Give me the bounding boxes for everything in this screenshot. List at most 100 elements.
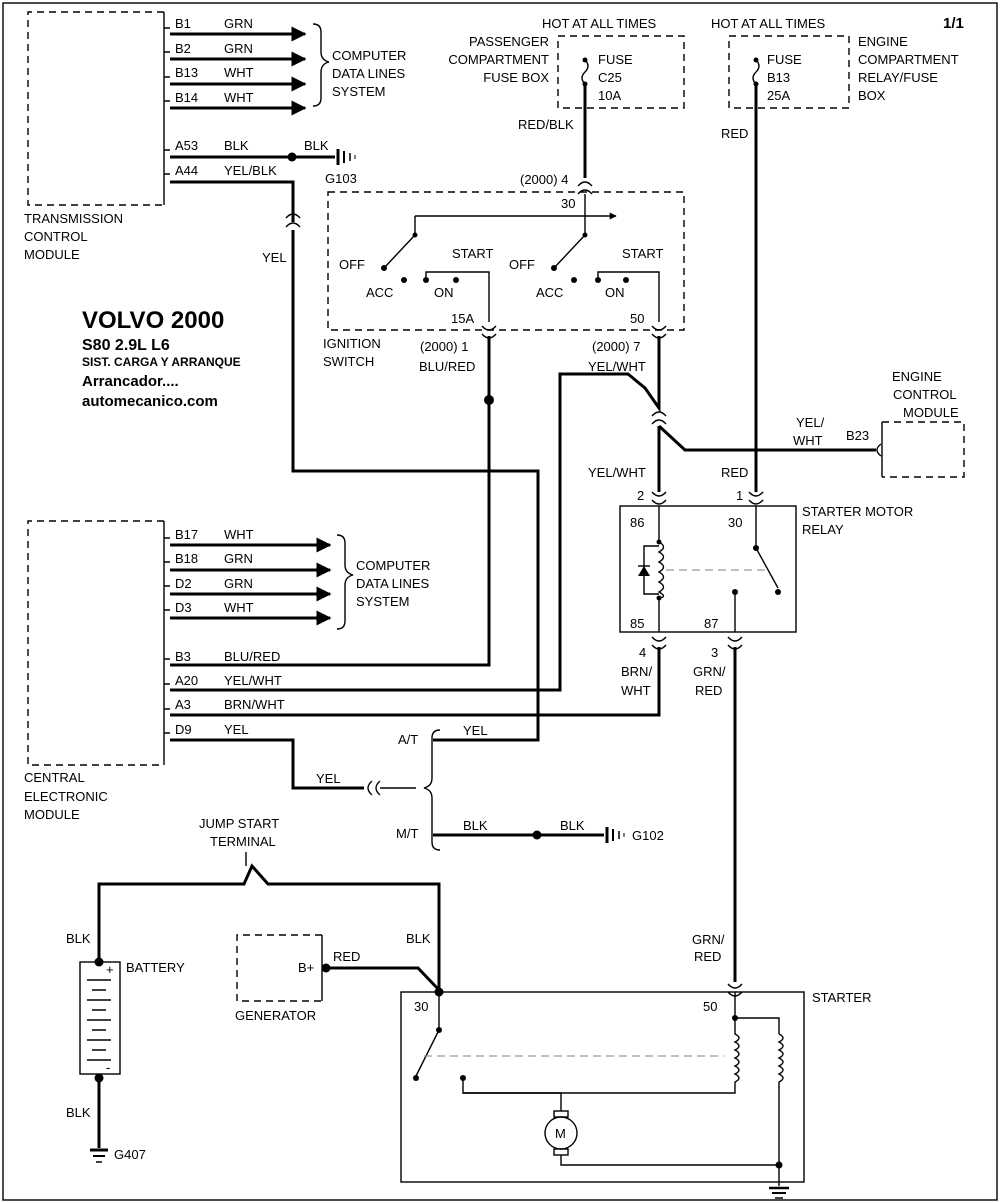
ecm-wire-1: YEL/: [796, 415, 825, 430]
cem-name-2: ELECTRONIC: [24, 789, 108, 804]
battery-wire-top: BLK: [66, 931, 91, 946]
starter: BLK GRN/ RED STARTER 30 50 M: [400, 931, 871, 1199]
title-line1: VOLVO 2000: [82, 307, 224, 334]
cem-pin-d3: D3: [175, 600, 192, 615]
mt-wire-1: BLK: [463, 818, 488, 833]
relay-wire2: YEL/WHT: [588, 465, 646, 480]
battery-plus: +: [106, 962, 114, 977]
connector-icon: [651, 411, 667, 425]
b13-box-1: ENGINE: [858, 34, 908, 49]
relay-wire1: RED: [721, 465, 748, 480]
c25-wire: RED/BLK: [518, 117, 574, 132]
tcm-pin-b14: B14: [175, 90, 198, 105]
ign-term50: 50: [630, 311, 644, 326]
title-line4: Arrancador....: [82, 373, 179, 390]
starter-wire-50-2: RED: [694, 949, 721, 964]
connector-icon: [748, 491, 764, 505]
at-label: A/T: [398, 732, 418, 747]
relay-coil-icon: [657, 541, 665, 599]
cem-wire-b17: WHT: [224, 527, 254, 542]
tcm-name-2: CONTROL: [24, 229, 88, 244]
cem-pin-b3: B3: [175, 649, 191, 664]
cem-pin-d9: D9: [175, 722, 192, 737]
at-wire: YEL: [463, 723, 488, 738]
c25-hot: HOT AT ALL TIMES: [542, 16, 656, 31]
cem-wire-b3: BLU/RED: [224, 649, 280, 664]
tcm-pin-a53: A53: [175, 138, 198, 153]
fuse-c25: HOT AT ALL TIMES PASSENGER COMPARTMENT F…: [448, 16, 685, 178]
ign-name-2: SWITCH: [323, 354, 374, 369]
relay-name-1: STARTER MOTOR: [802, 504, 913, 519]
tcm-wire-b13: WHT: [224, 65, 254, 80]
c25-label-1: FUSE: [598, 52, 633, 67]
starter-wire-50-1: GRN/: [692, 932, 725, 947]
splice-dot: [287, 152, 297, 162]
cem-pin-a20: A20: [175, 673, 198, 688]
b13-box-2: COMPARTMENT: [858, 52, 959, 67]
relay-t30: 30: [728, 515, 742, 530]
tcm-wire-b14: WHT: [224, 90, 254, 105]
tcm-data-lines-1: COMPUTER: [332, 48, 406, 63]
tcm-wire-a44: YEL/BLK: [224, 163, 277, 178]
starter-t50: 50: [703, 999, 717, 1014]
starter-wire-30: BLK: [406, 931, 431, 946]
ign-off-1: OFF: [339, 257, 365, 272]
cem-data-lines-2: DATA LINES: [356, 576, 430, 591]
ign-term15a: 15A: [451, 311, 474, 326]
title-block: VOLVO 2000 S80 2.9L L6 SIST. CARGA Y ARR…: [82, 307, 241, 410]
transmission-control-module: TRANSMISSION CONTROL MODULE B1 GRN B2 GR…: [24, 11, 540, 742]
g407-label: G407: [114, 1147, 146, 1162]
title-line5: automecanico.com: [82, 393, 218, 410]
b13-wire: RED: [721, 126, 748, 141]
battery-name: BATTERY: [126, 960, 185, 975]
jump-start-terminal: JUMP START TERMINAL: [97, 816, 441, 990]
starter-motor-relay: YEL/WHT RED 2 1 86 30 85 87 STARTER MOTO…: [588, 465, 913, 698]
transmission-option-brace: A/T YEL M/T BLK BLK G102: [396, 723, 664, 851]
ign-wire-15a: BLU/RED: [419, 359, 475, 374]
tcm-wire-b1: GRN: [224, 16, 253, 31]
g103-label: G103: [325, 171, 357, 186]
b13-label-1: FUSE: [767, 52, 802, 67]
relay-pin2: 2: [637, 488, 644, 503]
engine-control-module: ENGINE CONTROL MODULE YEL/ WHT B23: [793, 369, 965, 478]
ign-on-2: ON: [605, 285, 625, 300]
connector-icon: [285, 213, 301, 228]
page-number: 1/1: [943, 15, 964, 32]
relay-wire3-1: GRN/: [693, 664, 726, 679]
ign-conn-top: (2000) 4: [520, 172, 568, 187]
tcm-pin-a44: A44: [175, 163, 198, 178]
cem-wire-d9: YEL: [224, 722, 249, 737]
hold-in-coil-icon: [777, 1033, 784, 1165]
title-line3: SIST. CARGA Y ARRANQUE: [82, 355, 241, 369]
c25-box-2: COMPARTMENT: [448, 52, 549, 67]
ign-start-1: START: [452, 246, 493, 261]
starter-name: STARTER: [812, 990, 871, 1005]
connector-icon: [577, 181, 593, 195]
relay-t87: 87: [704, 616, 718, 631]
pull-in-coil-icon: [463, 1018, 740, 1094]
cem-name-1: CENTRAL: [24, 770, 85, 785]
b13-label-2: B13: [767, 70, 790, 85]
cem-pin-d2: D2: [175, 576, 192, 591]
tcm-data-lines-3: SYSTEM: [332, 84, 385, 99]
mt-label: M/T: [396, 826, 418, 841]
ecm-name-1: ENGINE: [892, 369, 942, 384]
relay-wire3-2: RED: [695, 683, 722, 698]
cem-wire-a3: BRN/WHT: [224, 697, 285, 712]
tcm-wire-b2: GRN: [224, 41, 253, 56]
cem-data-lines-1: COMPUTER: [356, 558, 430, 573]
cem-pin-b18: B18: [175, 551, 198, 566]
battery: BLK + - BATTERY BLK G407: [66, 931, 185, 1163]
battery-icon: [79, 961, 121, 1075]
battery-wire-bot: BLK: [66, 1105, 91, 1120]
c25-label-3: 10A: [598, 88, 621, 103]
tcm-wire-a53: BLK: [224, 138, 249, 153]
cem-yel-wire: YEL: [316, 771, 341, 786]
ground-g407-icon: [90, 1148, 108, 1163]
tcm-name-1: TRANSMISSION: [24, 211, 123, 226]
fuse-b13: HOT AT ALL TIMES ENGINE COMPARTMENT RELA…: [711, 16, 959, 492]
ign-wire-50: YEL/WHT: [588, 359, 646, 374]
ground-g103-icon: [336, 149, 356, 165]
gen-name: GENERATOR: [235, 1008, 316, 1023]
